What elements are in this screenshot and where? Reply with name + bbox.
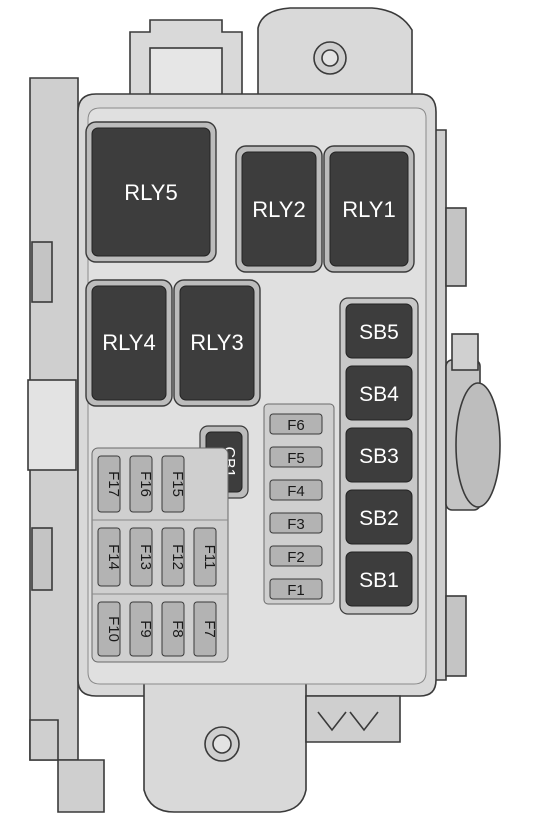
fuse-f16[interactable]: F16: [129, 455, 154, 513]
sb-fuse-sb3[interactable]: SB3: [345, 427, 413, 483]
relay-rly4[interactable]: RLY4: [85, 279, 173, 407]
fuse-f7[interactable]: F7: [193, 601, 218, 657]
sb-fuse-sb4[interactable]: SB4: [345, 365, 413, 421]
sb-fuse-sb5[interactable]: SB5: [345, 303, 413, 359]
relay-rly2[interactable]: RLY2: [235, 145, 323, 273]
fuse-f5[interactable]: F5: [269, 446, 323, 468]
fuse-f4[interactable]: F4: [269, 479, 323, 501]
sb1-label: SB1: [359, 569, 399, 592]
fuse-f15[interactable]: F15: [161, 455, 186, 513]
fuse-f3[interactable]: F3: [269, 512, 323, 534]
relay-rly4-label: RLY4: [102, 330, 155, 355]
sb3-label: SB3: [359, 445, 399, 468]
relay-rly3[interactable]: RLY3: [173, 279, 261, 407]
sb4-label: SB4: [359, 383, 399, 406]
f1-label: F1: [287, 582, 305, 599]
f8-label: F8: [169, 620, 186, 638]
relay-rly5-label: RLY5: [124, 180, 177, 205]
f3-label: F3: [287, 516, 305, 533]
fuse-f9[interactable]: F9: [129, 601, 154, 657]
relay-rly3-label: RLY3: [190, 330, 243, 355]
fuse-f13[interactable]: F13: [129, 527, 154, 587]
f9-label: F9: [137, 620, 154, 638]
fuse-f10[interactable]: F10: [97, 601, 122, 657]
relay-rly2-label: RLY2: [252, 197, 305, 222]
fuse-f12[interactable]: F12: [161, 527, 186, 587]
relay-rly1-label: RLY1: [342, 197, 395, 222]
fuse-f8[interactable]: F8: [161, 601, 186, 657]
relay-rly5[interactable]: RLY5: [85, 121, 217, 263]
fuse-f1[interactable]: F1: [269, 578, 323, 600]
f2-label: F2: [287, 549, 305, 566]
f14-label: F14: [105, 544, 122, 570]
sb5-label: SB5: [359, 321, 399, 344]
f12-label: F12: [169, 544, 186, 570]
fuse-f6[interactable]: F6: [269, 413, 323, 435]
fuse-f11[interactable]: F11: [193, 527, 218, 587]
f17-label: F17: [105, 471, 122, 497]
relay-rly1[interactable]: RLY1: [323, 145, 415, 273]
f10-label: F10: [105, 616, 122, 642]
fuse-f14[interactable]: F14: [97, 527, 122, 587]
f13-label: F13: [137, 544, 154, 570]
f15-label: F15: [169, 471, 186, 497]
f11-label: F11: [201, 545, 218, 570]
sb-fuse-sb1[interactable]: SB1: [345, 551, 413, 607]
f7-label: F7: [201, 620, 218, 638]
sb2-label: SB2: [359, 507, 399, 530]
f16-label: F16: [137, 471, 154, 497]
fuse-f2[interactable]: F2: [269, 545, 323, 567]
f6-label: F6: [287, 417, 305, 434]
sb-fuse-sb2[interactable]: SB2: [345, 489, 413, 545]
f4-label: F4: [287, 483, 305, 500]
f5-label: F5: [287, 450, 305, 467]
fuse-f17[interactable]: F17: [97, 455, 122, 513]
